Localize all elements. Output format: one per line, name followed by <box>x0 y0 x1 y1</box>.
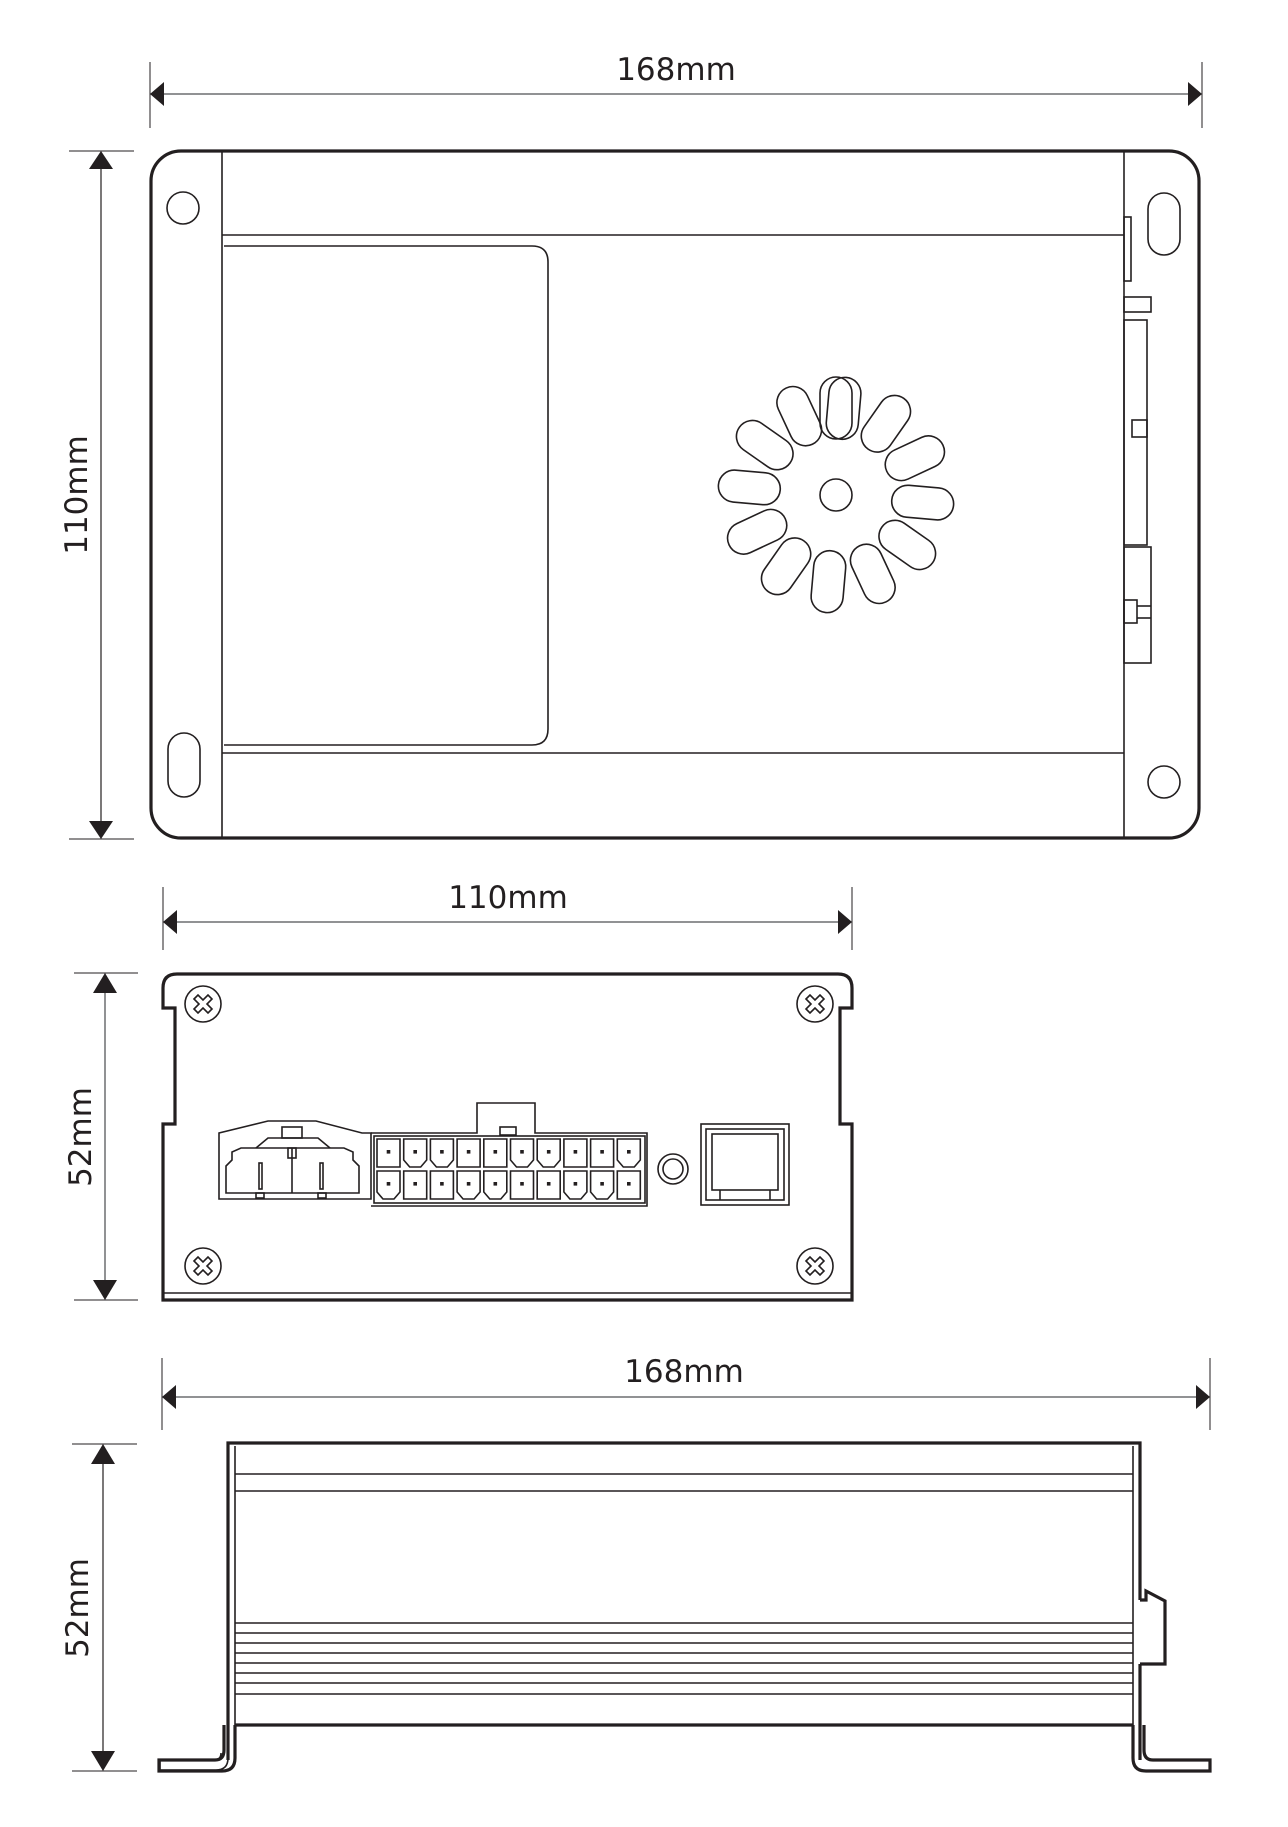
pin-cell <box>376 1170 401 1200</box>
pin-cell <box>376 1138 401 1168</box>
mounting-foot-right <box>1131 1725 1212 1773</box>
top-view-outline <box>149 149 1201 840</box>
pin-cell <box>456 1170 481 1200</box>
front-view: 110mm 52mm <box>63 880 854 1302</box>
pin-cell <box>509 1170 535 1200</box>
front-width-dimension: 110mm <box>162 880 853 950</box>
side-view-outline <box>226 1441 1142 1760</box>
fan-vent-icon <box>716 375 956 615</box>
pin-cell <box>483 1170 508 1200</box>
pin-row-top <box>376 1138 642 1168</box>
pin-cell <box>456 1138 481 1168</box>
side-connectors <box>1123 216 1152 664</box>
pin-cell <box>509 1138 535 1168</box>
pin-cell <box>616 1138 642 1168</box>
mount-hole-icon <box>1147 765 1181 799</box>
pin-row-bottom <box>376 1170 642 1200</box>
optical-port <box>700 1123 790 1206</box>
pin-cell <box>563 1138 588 1168</box>
screw-icon <box>184 1247 222 1285</box>
front-height-dimension: 52mm <box>63 972 138 1301</box>
top-height-dimension: 110mm <box>59 150 134 840</box>
top-height-label: 110mm <box>59 435 95 555</box>
pin-cell <box>563 1170 588 1200</box>
top-view: 168mm 110mm <box>59 52 1203 840</box>
front-width-label: 110mm <box>448 880 568 916</box>
pin-cell <box>616 1170 642 1200</box>
pin-cell <box>536 1170 561 1200</box>
pin-cell <box>402 1138 428 1168</box>
heatsink-ribs <box>235 1622 1133 1695</box>
side-view: 168mm 52mm <box>60 1354 1212 1773</box>
front-panel-outline <box>161 972 854 1302</box>
top-width-label: 168mm <box>616 52 736 88</box>
led-icon <box>657 1153 689 1185</box>
front-height-label: 52mm <box>63 1087 99 1187</box>
top-width-dimension: 168mm <box>149 52 1203 128</box>
side-width-dimension: 168mm <box>161 1354 1211 1430</box>
power-connector <box>218 1120 372 1200</box>
pin-cell <box>483 1138 508 1168</box>
mount-slot-icon <box>1147 192 1181 256</box>
side-width-label: 168mm <box>624 1354 744 1390</box>
mount-slot-icon <box>167 732 201 798</box>
mount-hole-icon <box>166 191 200 225</box>
pin-cell <box>589 1170 615 1200</box>
pin-cell <box>536 1138 561 1168</box>
side-connector <box>1140 1588 1167 1666</box>
pin-header-connector <box>371 1102 648 1207</box>
screw-icon <box>184 985 222 1023</box>
screw-icon <box>796 985 834 1023</box>
mounting-foot-left <box>159 1725 229 1771</box>
screw-icon <box>796 1247 834 1285</box>
pin-cell <box>589 1138 615 1168</box>
pin-cell <box>402 1170 428 1200</box>
pin-cell <box>429 1170 455 1200</box>
pin-cell <box>429 1138 455 1168</box>
side-height-dimension: 52mm <box>60 1443 137 1772</box>
label-area <box>224 245 549 746</box>
side-height-label: 52mm <box>60 1558 96 1658</box>
